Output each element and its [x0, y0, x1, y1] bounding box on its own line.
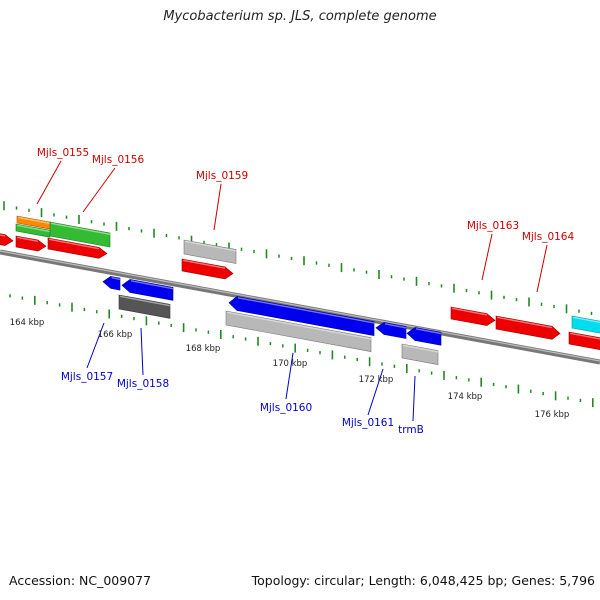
gene-label: Mjls_0156 — [82, 154, 145, 213]
gene-label-text: Mjls_0155 — [37, 147, 89, 159]
gene-label: Mjls_0160 — [260, 352, 312, 414]
axis-label: 166 kbp — [98, 330, 133, 340]
gene-label: Mjls_0164 — [522, 231, 575, 293]
gene-labels: Mjls_0155Mjls_0156Mjls_0159Mjls_0163Mjls… — [36, 147, 575, 436]
gene-features — [0, 215, 600, 365]
gene-feature — [15, 235, 47, 252]
axis-label: 174 kbp — [448, 392, 483, 402]
gene-label: Mjls_0161 — [342, 368, 394, 429]
gene-feature — [0, 233, 14, 246]
gene-feature — [495, 315, 561, 340]
gene-label: Mjls_0158 — [117, 327, 169, 390]
gene-feature — [571, 315, 600, 334]
gene-label: Mjls_0159 — [196, 170, 248, 231]
gene-label-text: Mjls_0163 — [467, 220, 519, 232]
axis-labels: 164 kbp 166 kbp 168 kbp 170 kbp 172 kbp 174 k… — [10, 318, 570, 420]
axis-label: 172 kbp — [359, 375, 394, 385]
axis-label: 170 kbp — [273, 359, 308, 369]
axis-label: 164 kbp — [10, 318, 45, 328]
gene-feature — [450, 306, 496, 326]
gene-feature — [102, 276, 121, 291]
axis-label: 168 kbp — [186, 344, 221, 354]
gene-label-text: Mjls_0156 — [92, 154, 145, 166]
gene-feature — [568, 331, 600, 350]
gene-feature — [375, 322, 407, 339]
accession-text: Accession: NC_009077 — [9, 573, 152, 588]
gene-feature — [406, 327, 442, 346]
gene-label: Mjls_0157 — [61, 322, 113, 383]
gene-feature — [401, 343, 439, 365]
genome-backbone — [0, 249, 600, 365]
gene-label-text: Mjls_0158 — [117, 378, 169, 390]
gene-feature — [183, 239, 237, 264]
gene-feature — [49, 221, 111, 248]
gene-feature — [118, 294, 171, 319]
gene-feature — [225, 310, 372, 352]
gene-label-text: Mjls_0161 — [342, 417, 394, 429]
gene-feature — [15, 223, 51, 238]
tick-marks — [3, 201, 594, 408]
gene-label-text: Mjls_0164 — [522, 231, 575, 243]
gene-feature — [121, 279, 174, 301]
gene-label-text: trmB — [398, 424, 424, 436]
genome-summary-text: Topology: circular; Length: 6,048,425 bp… — [251, 573, 595, 588]
gene-label-text: Mjls_0160 — [260, 402, 312, 414]
gene-label: Mjls_0155 — [36, 147, 89, 205]
gene-label: trmB — [398, 375, 424, 436]
gene-label-text: Mjls_0159 — [196, 170, 248, 182]
axis-label: 176 kbp — [535, 410, 570, 420]
gene-label-text: Mjls_0157 — [61, 371, 113, 383]
gene-feature — [47, 237, 108, 259]
gene-label: Mjls_0163 — [467, 220, 519, 281]
gene-feature — [228, 296, 375, 336]
gene-feature — [181, 258, 234, 280]
map-title: Mycobacterium sp. JLS, complete genome — [163, 9, 437, 24]
